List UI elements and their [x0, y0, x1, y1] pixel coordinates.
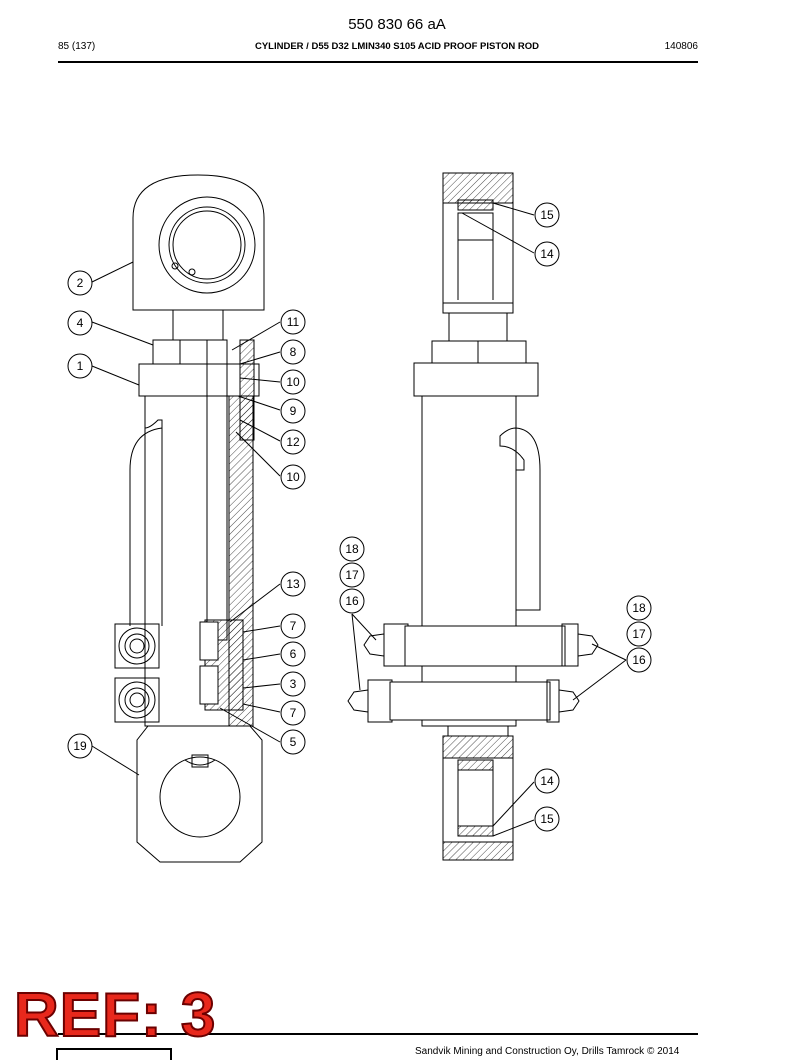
callout-4: 4	[67, 310, 93, 336]
date-code: 140806	[664, 41, 698, 52]
svg-text:15: 15	[540, 208, 554, 222]
rod-eye-left	[132, 174, 265, 311]
svg-text:9: 9	[290, 404, 297, 418]
callout-18-right: 18	[626, 595, 652, 621]
callout-17-right: 17	[626, 621, 652, 647]
callout-10: 10	[280, 369, 306, 395]
base-eye-left	[136, 725, 263, 863]
svg-text:19: 19	[73, 739, 87, 753]
footer-copyright: Sandvik Mining and Construction Oy, Dril…	[415, 1046, 680, 1057]
svg-text:14: 14	[540, 774, 554, 788]
callout-19: 19	[67, 733, 93, 759]
svg-text:5: 5	[290, 735, 297, 749]
callout-5: 5	[280, 729, 306, 755]
svg-text:7: 7	[290, 706, 297, 720]
callout-9: 9	[280, 398, 306, 424]
svg-text:6: 6	[290, 647, 297, 661]
svg-text:13: 13	[286, 577, 300, 591]
callout-10-lower: 10	[280, 464, 306, 490]
callout-2: 2	[67, 270, 93, 296]
document-number: 550 830 66 aA	[348, 16, 446, 33]
svg-text:8: 8	[290, 345, 297, 359]
callout-3: 3	[280, 671, 306, 697]
callout-15: 15	[534, 202, 560, 228]
svg-text:2: 2	[77, 276, 84, 290]
callout-7-lower: 7	[280, 700, 306, 726]
callout-12: 12	[280, 429, 306, 455]
svg-text:17: 17	[632, 627, 646, 641]
callout-14-lower: 14	[534, 768, 560, 794]
callout-15-lower: 15	[534, 806, 560, 832]
callout-16-right: 16	[626, 647, 652, 673]
callout-17: 17	[339, 562, 365, 588]
callout-16: 16	[339, 588, 365, 614]
svg-text:16: 16	[632, 653, 646, 667]
callout-8: 8	[280, 339, 306, 365]
callout-11: 11	[280, 309, 306, 335]
callout-13: 13	[280, 571, 306, 597]
svg-text:12: 12	[286, 435, 300, 449]
svg-text:11: 11	[287, 315, 300, 329]
callout-1: 1	[67, 353, 93, 379]
svg-text:10: 10	[286, 470, 300, 484]
page-reference: 85 (137)	[58, 41, 96, 52]
svg-text:17: 17	[345, 568, 359, 582]
svg-text:3: 3	[290, 677, 297, 691]
header-rule	[58, 61, 698, 63]
svg-text:10: 10	[286, 375, 300, 389]
svg-text:15: 15	[540, 812, 554, 826]
svg-text:7: 7	[290, 619, 297, 633]
callout-18: 18	[339, 536, 365, 562]
svg-text:16: 16	[345, 594, 359, 608]
svg-text:18: 18	[632, 601, 646, 615]
page-title: CYLINDER / D55 D32 LMIN340 S105 ACID PRO…	[254, 41, 539, 52]
svg-text:4: 4	[77, 316, 84, 330]
svg-text:18: 18	[345, 542, 359, 556]
footer-rule	[58, 1033, 698, 1035]
svg-text:14: 14	[540, 247, 554, 261]
callout-6: 6	[280, 641, 306, 667]
ref-stamp: REF: 3	[13, 981, 217, 1050]
callout-14: 14	[534, 241, 560, 267]
svg-text:1: 1	[77, 359, 84, 373]
callout-7: 7	[280, 613, 306, 639]
